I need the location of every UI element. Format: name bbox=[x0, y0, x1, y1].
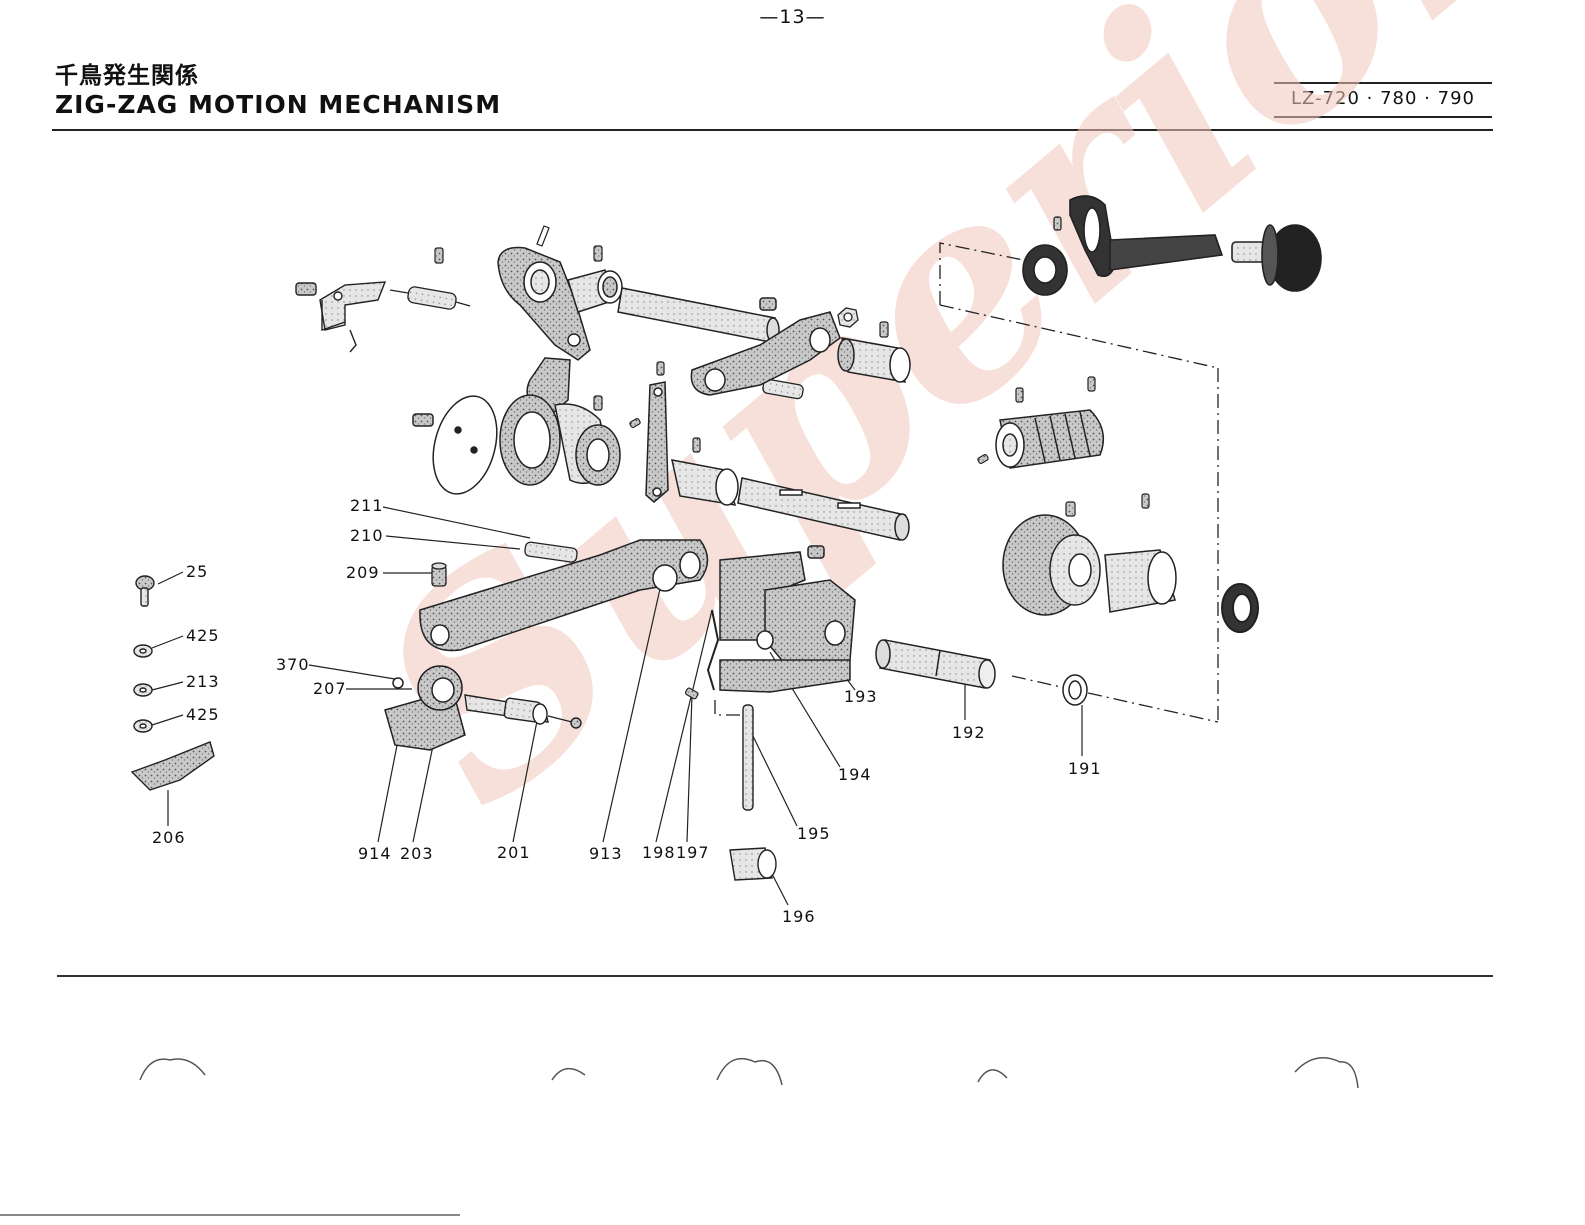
part-label-193: 193 bbox=[844, 688, 878, 706]
part-label-213: 213 bbox=[186, 673, 220, 691]
pin-195 bbox=[743, 705, 753, 810]
adjusting-knob bbox=[1232, 225, 1321, 291]
part-label-194: 194 bbox=[838, 766, 872, 784]
oil-seal bbox=[1222, 584, 1258, 632]
part-label-914: 914 bbox=[358, 845, 392, 863]
zigzag-block bbox=[720, 546, 855, 692]
part-label-206: 206 bbox=[152, 829, 186, 847]
part-label-196: 196 bbox=[782, 908, 816, 926]
part-label-192: 192 bbox=[952, 724, 986, 742]
nut bbox=[838, 308, 858, 327]
part-label-425-a: 425 bbox=[186, 627, 220, 645]
part-label-209: 209 bbox=[346, 564, 380, 582]
worm-gear bbox=[996, 410, 1103, 468]
part-label-195: 195 bbox=[797, 825, 831, 843]
middle-bushing bbox=[672, 460, 738, 505]
shaft-192 bbox=[876, 640, 995, 688]
bushing-196 bbox=[730, 848, 776, 880]
part-label-211: 211 bbox=[350, 497, 384, 515]
part-label-207: 207 bbox=[313, 680, 347, 698]
collar-upper bbox=[568, 270, 622, 312]
part-label-198: 198 bbox=[642, 844, 676, 862]
part-label-197: 197 bbox=[676, 844, 710, 862]
bracket bbox=[296, 282, 385, 352]
part-label-913: 913 bbox=[589, 845, 623, 863]
stitch-width-lever bbox=[1023, 196, 1222, 295]
washer-191 bbox=[1063, 675, 1087, 705]
middle-shaft bbox=[738, 478, 909, 540]
pin bbox=[537, 226, 549, 246]
washers bbox=[134, 645, 152, 732]
part-label-191: 191 bbox=[1068, 760, 1102, 778]
part-label-210: 210 bbox=[350, 527, 384, 545]
shaft-201 bbox=[465, 695, 581, 728]
screw-25 bbox=[136, 576, 154, 606]
plate-206 bbox=[132, 742, 214, 790]
screw-209 bbox=[432, 563, 446, 586]
binding-marks bbox=[140, 1058, 1358, 1088]
stud-210 bbox=[524, 542, 577, 563]
part-label-25: 25 bbox=[186, 563, 208, 581]
crank-203 bbox=[385, 666, 465, 750]
part-label-425-b: 425 bbox=[186, 706, 220, 724]
disc bbox=[413, 389, 507, 501]
part-label-201: 201 bbox=[497, 844, 531, 862]
footer-rule bbox=[57, 975, 1493, 977]
page-edge-rule bbox=[0, 1214, 460, 1216]
part-label-203: 203 bbox=[400, 845, 434, 863]
gear-bushing bbox=[1105, 550, 1176, 612]
eccentric-rod bbox=[500, 358, 620, 485]
bushing-upper-right bbox=[838, 338, 910, 382]
part-label-370: 370 bbox=[276, 656, 310, 674]
gear bbox=[1003, 515, 1100, 615]
upper-shaft bbox=[618, 288, 779, 342]
vertical-link bbox=[646, 382, 668, 502]
